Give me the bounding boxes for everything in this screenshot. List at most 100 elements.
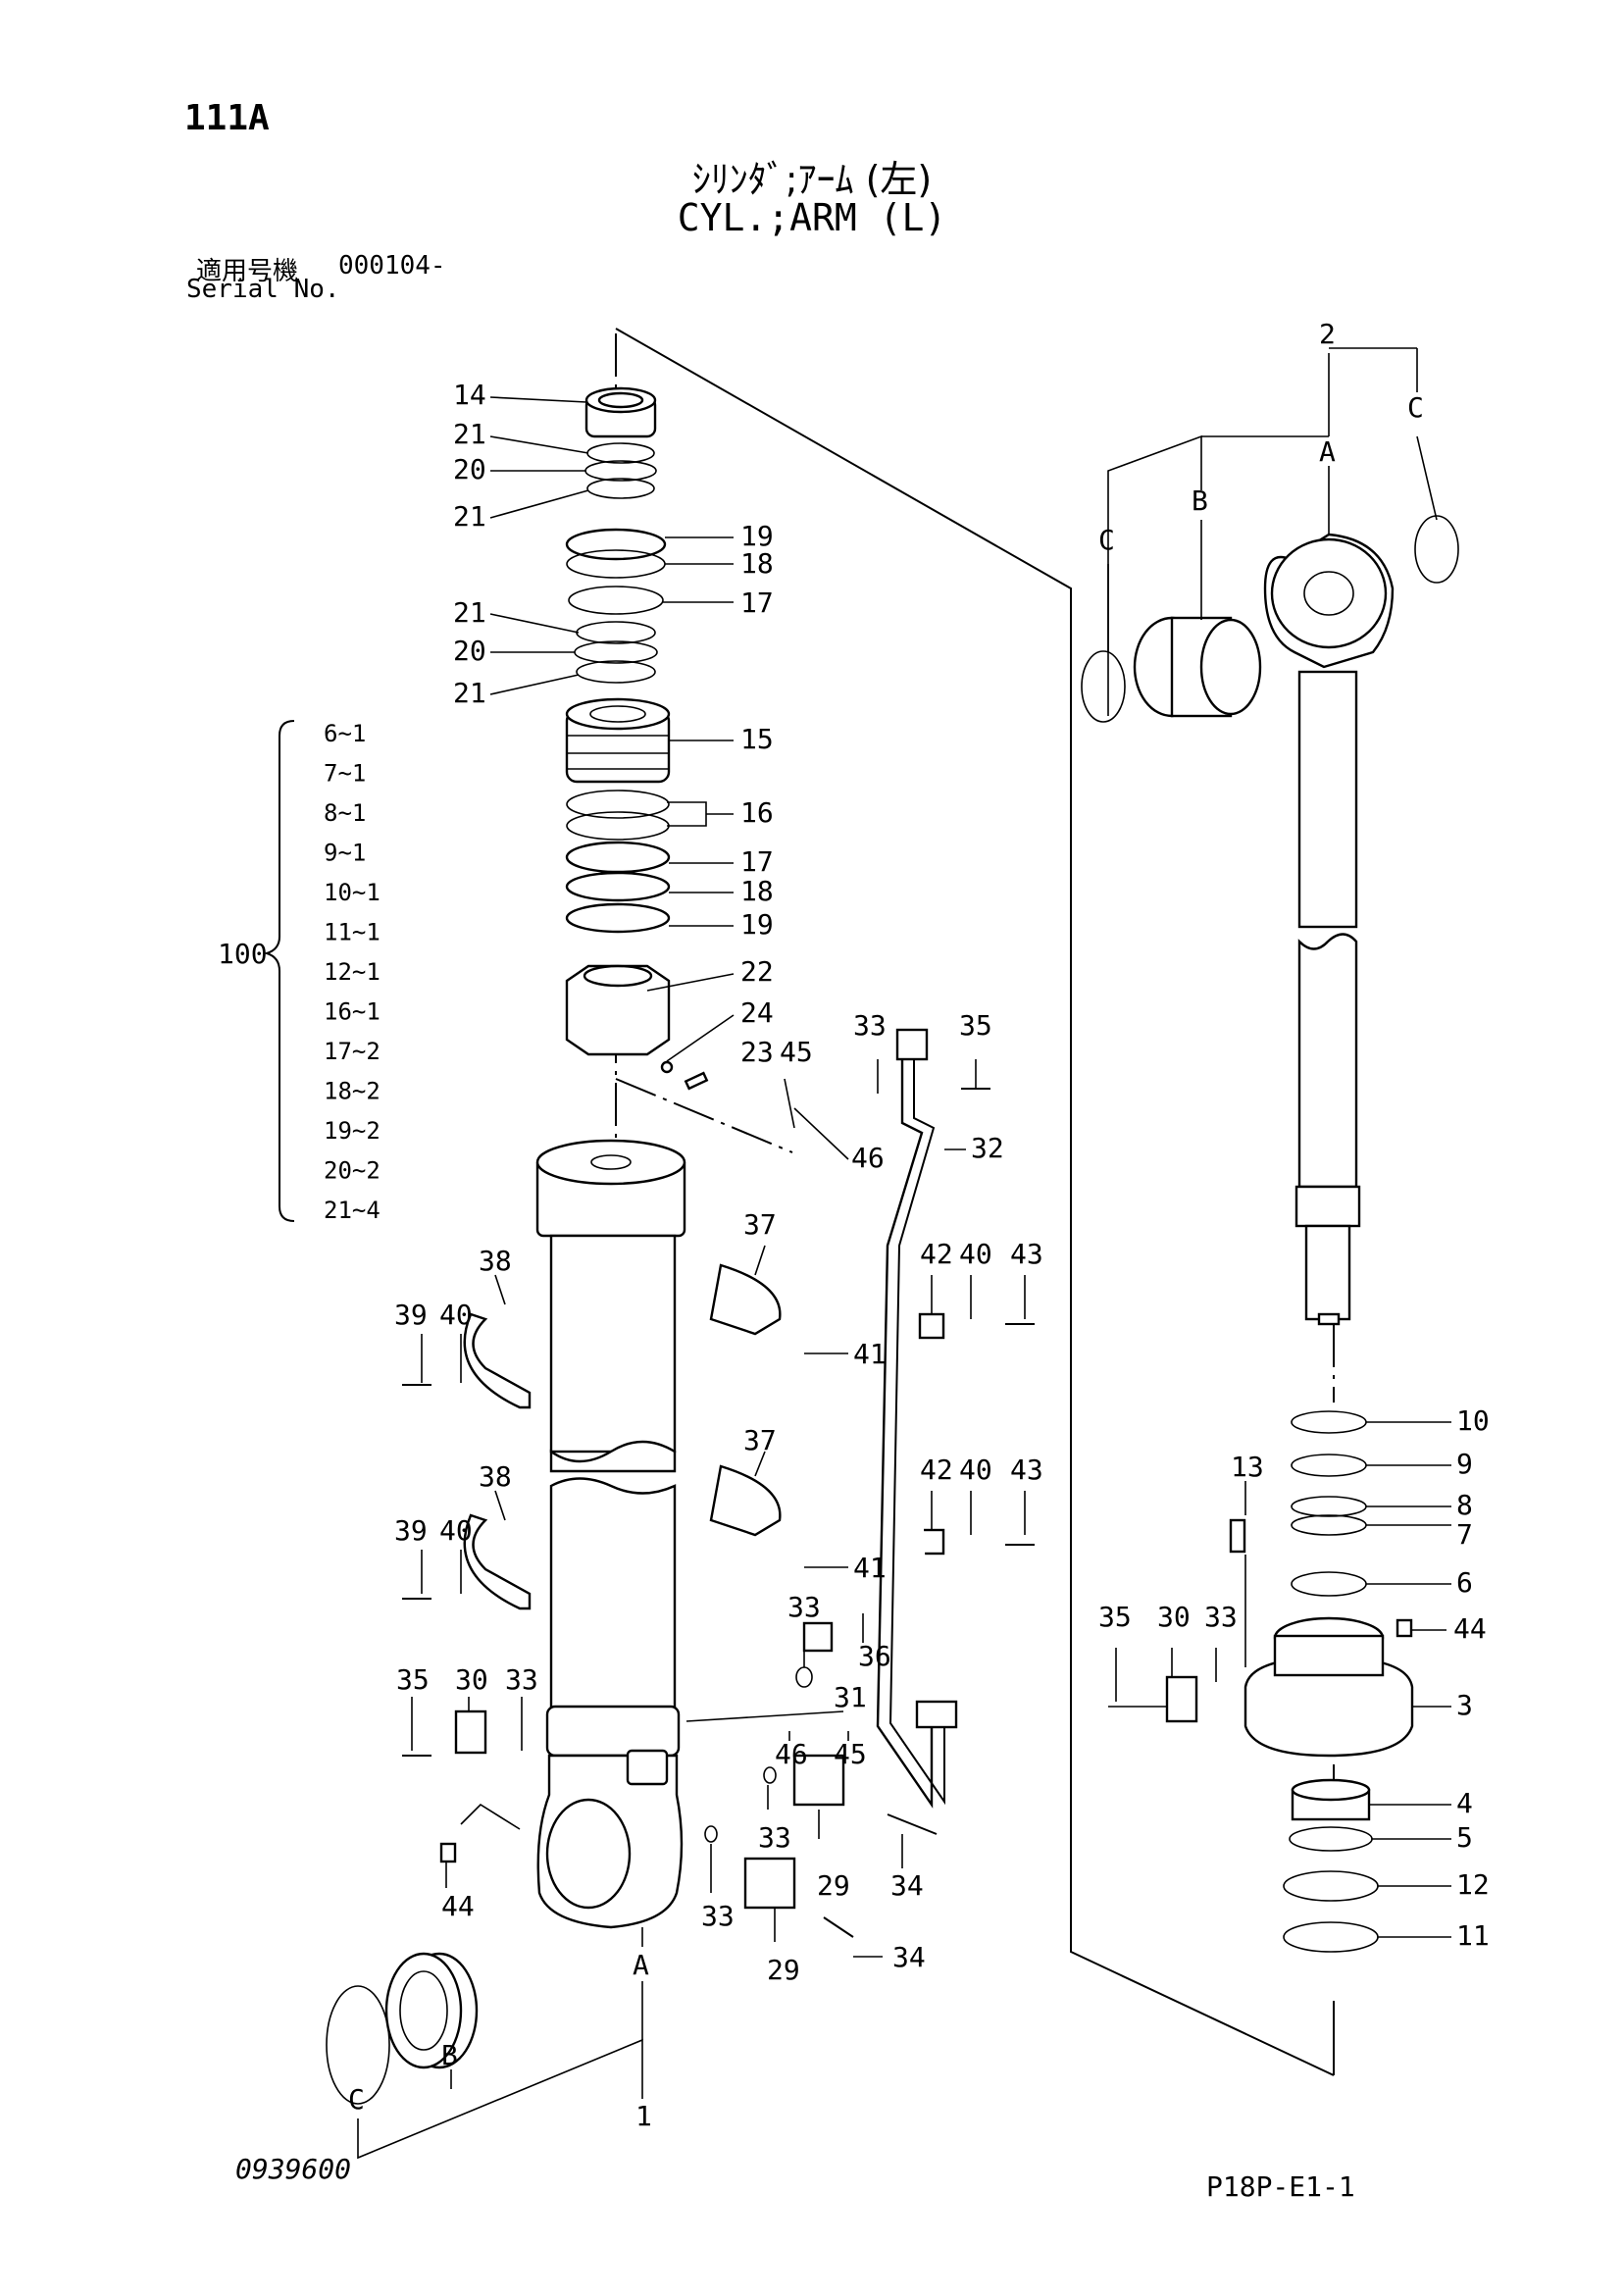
callout-A: A xyxy=(1319,435,1336,468)
callout-21: 21 xyxy=(453,677,486,709)
callout-17: 17 xyxy=(740,845,774,878)
callout-38: 38 xyxy=(479,1460,512,1493)
callout-1: 1 xyxy=(635,2100,652,2132)
bottom-bushing-set xyxy=(326,1952,479,2105)
callout-30: 30 xyxy=(455,1663,488,1696)
callout-19: 19 xyxy=(740,520,774,552)
callout-29: 29 xyxy=(767,1954,800,1986)
callout-32: 32 xyxy=(971,1132,1004,1164)
kit-item: 10~1 xyxy=(324,879,381,906)
callout-43: 43 xyxy=(1010,1238,1043,1270)
callout-A: A xyxy=(633,1949,649,1981)
callout-23: 23 xyxy=(740,1036,774,1068)
callout-40: 40 xyxy=(439,1514,473,1547)
callout-2: 2 xyxy=(1319,318,1336,350)
callout-40: 40 xyxy=(959,1454,992,1486)
callout-30: 30 xyxy=(1157,1601,1191,1633)
callout-16: 16 xyxy=(740,796,774,829)
callout-44: 44 xyxy=(1453,1612,1487,1645)
callout-15: 15 xyxy=(740,723,774,755)
callout-46: 46 xyxy=(851,1142,885,1174)
reference-frame-lines xyxy=(615,328,1335,2076)
drawing-number: 0939600 xyxy=(235,2153,352,2185)
callout-33: 33 xyxy=(505,1663,538,1696)
serial-label-english: Serial No. xyxy=(186,275,340,304)
page-number: 111A xyxy=(184,98,270,138)
callout-18: 18 xyxy=(740,875,774,907)
cylinder-tube xyxy=(535,1139,686,1929)
bolts-and-fittings xyxy=(402,1088,1413,1938)
callout-7: 7 xyxy=(1456,1518,1473,1551)
callout-37: 37 xyxy=(743,1424,777,1456)
hydraulic-pipe xyxy=(876,1028,958,1809)
piston-rod xyxy=(1081,515,1459,1326)
kit-item: 19~2 xyxy=(324,1117,381,1145)
callout-24: 24 xyxy=(740,996,774,1029)
callout-35: 35 xyxy=(959,1009,992,1042)
callout-45: 45 xyxy=(780,1036,813,1068)
callout-33: 33 xyxy=(787,1591,821,1623)
callout-35: 35 xyxy=(1098,1601,1132,1633)
callout-39: 39 xyxy=(394,1299,428,1331)
gland-and-seals xyxy=(1243,1410,1414,1953)
callout-20: 20 xyxy=(453,635,486,667)
title-japanese: ｼﾘﾝﾀﾞ;ｱｰﾑ (左) xyxy=(691,158,933,201)
callout-34: 34 xyxy=(892,1941,926,1973)
sheet-code: P18P-E1-1 xyxy=(1206,2170,1355,2203)
kit-number: 100 xyxy=(218,938,268,970)
callout-41: 41 xyxy=(853,1338,887,1370)
kit-bracket: 100 6~17~18~19~110~111~112~116~117~218~2… xyxy=(218,720,381,1224)
callout-10: 10 xyxy=(1456,1404,1490,1437)
callout-17: 17 xyxy=(740,587,774,619)
callout-5: 5 xyxy=(1456,1821,1473,1854)
kit-item: 16~1 xyxy=(324,998,381,1026)
callout-33: 33 xyxy=(758,1821,791,1854)
callout-11: 11 xyxy=(1456,1919,1490,1952)
kit-item: 11~1 xyxy=(324,919,381,946)
callout-9: 9 xyxy=(1456,1448,1473,1480)
kit-item: 6~1 xyxy=(324,720,366,747)
serial-number-value: 000104- xyxy=(338,251,446,281)
callout-42: 42 xyxy=(920,1454,953,1486)
title-english: CYL.;ARM (L) xyxy=(677,196,947,239)
leader-lines xyxy=(357,347,1451,2160)
callout-4: 4 xyxy=(1456,1787,1473,1819)
callout-12: 12 xyxy=(1456,1868,1490,1901)
kit-item: 17~2 xyxy=(324,1038,381,1065)
callout-20: 20 xyxy=(453,453,486,485)
callout-C: C xyxy=(1407,391,1424,424)
callout-C: C xyxy=(348,2083,365,2116)
callout-37: 37 xyxy=(743,1208,777,1241)
callout-42: 42 xyxy=(920,1238,953,1270)
callout-41: 41 xyxy=(853,1552,887,1584)
callout-labels: 14 21 20 21 19 18 17 21 20 21 15 16 17 1… xyxy=(348,318,1490,2132)
callout-43: 43 xyxy=(1010,1454,1043,1486)
callout-B: B xyxy=(1192,485,1208,517)
callout-B: B xyxy=(441,2039,458,2071)
callout-40: 40 xyxy=(439,1299,473,1331)
callout-22: 22 xyxy=(740,955,774,988)
callout-33: 33 xyxy=(853,1009,887,1042)
kit-item: 12~1 xyxy=(324,958,381,986)
callout-14: 14 xyxy=(453,379,486,411)
callout-19: 19 xyxy=(740,908,774,941)
callout-36: 36 xyxy=(858,1640,891,1672)
kit-item: 7~1 xyxy=(324,760,366,788)
callout-29: 29 xyxy=(817,1869,850,1902)
callout-31: 31 xyxy=(834,1681,867,1713)
callout-C: C xyxy=(1098,524,1115,556)
callout-40: 40 xyxy=(959,1238,992,1270)
callout-33: 33 xyxy=(1204,1601,1238,1633)
kit-item: 8~1 xyxy=(324,799,366,827)
callout-18: 18 xyxy=(740,547,774,580)
kit-item: 21~4 xyxy=(324,1197,381,1224)
callout-13: 13 xyxy=(1231,1451,1264,1483)
callout-39: 39 xyxy=(394,1514,428,1547)
callout-33: 33 xyxy=(701,1900,735,1932)
kit-item-list: 6~17~18~19~110~111~112~116~117~218~219~2… xyxy=(324,720,381,1224)
callout-46: 46 xyxy=(775,1738,808,1770)
callout-21: 21 xyxy=(453,500,486,533)
callout-8: 8 xyxy=(1456,1489,1473,1521)
